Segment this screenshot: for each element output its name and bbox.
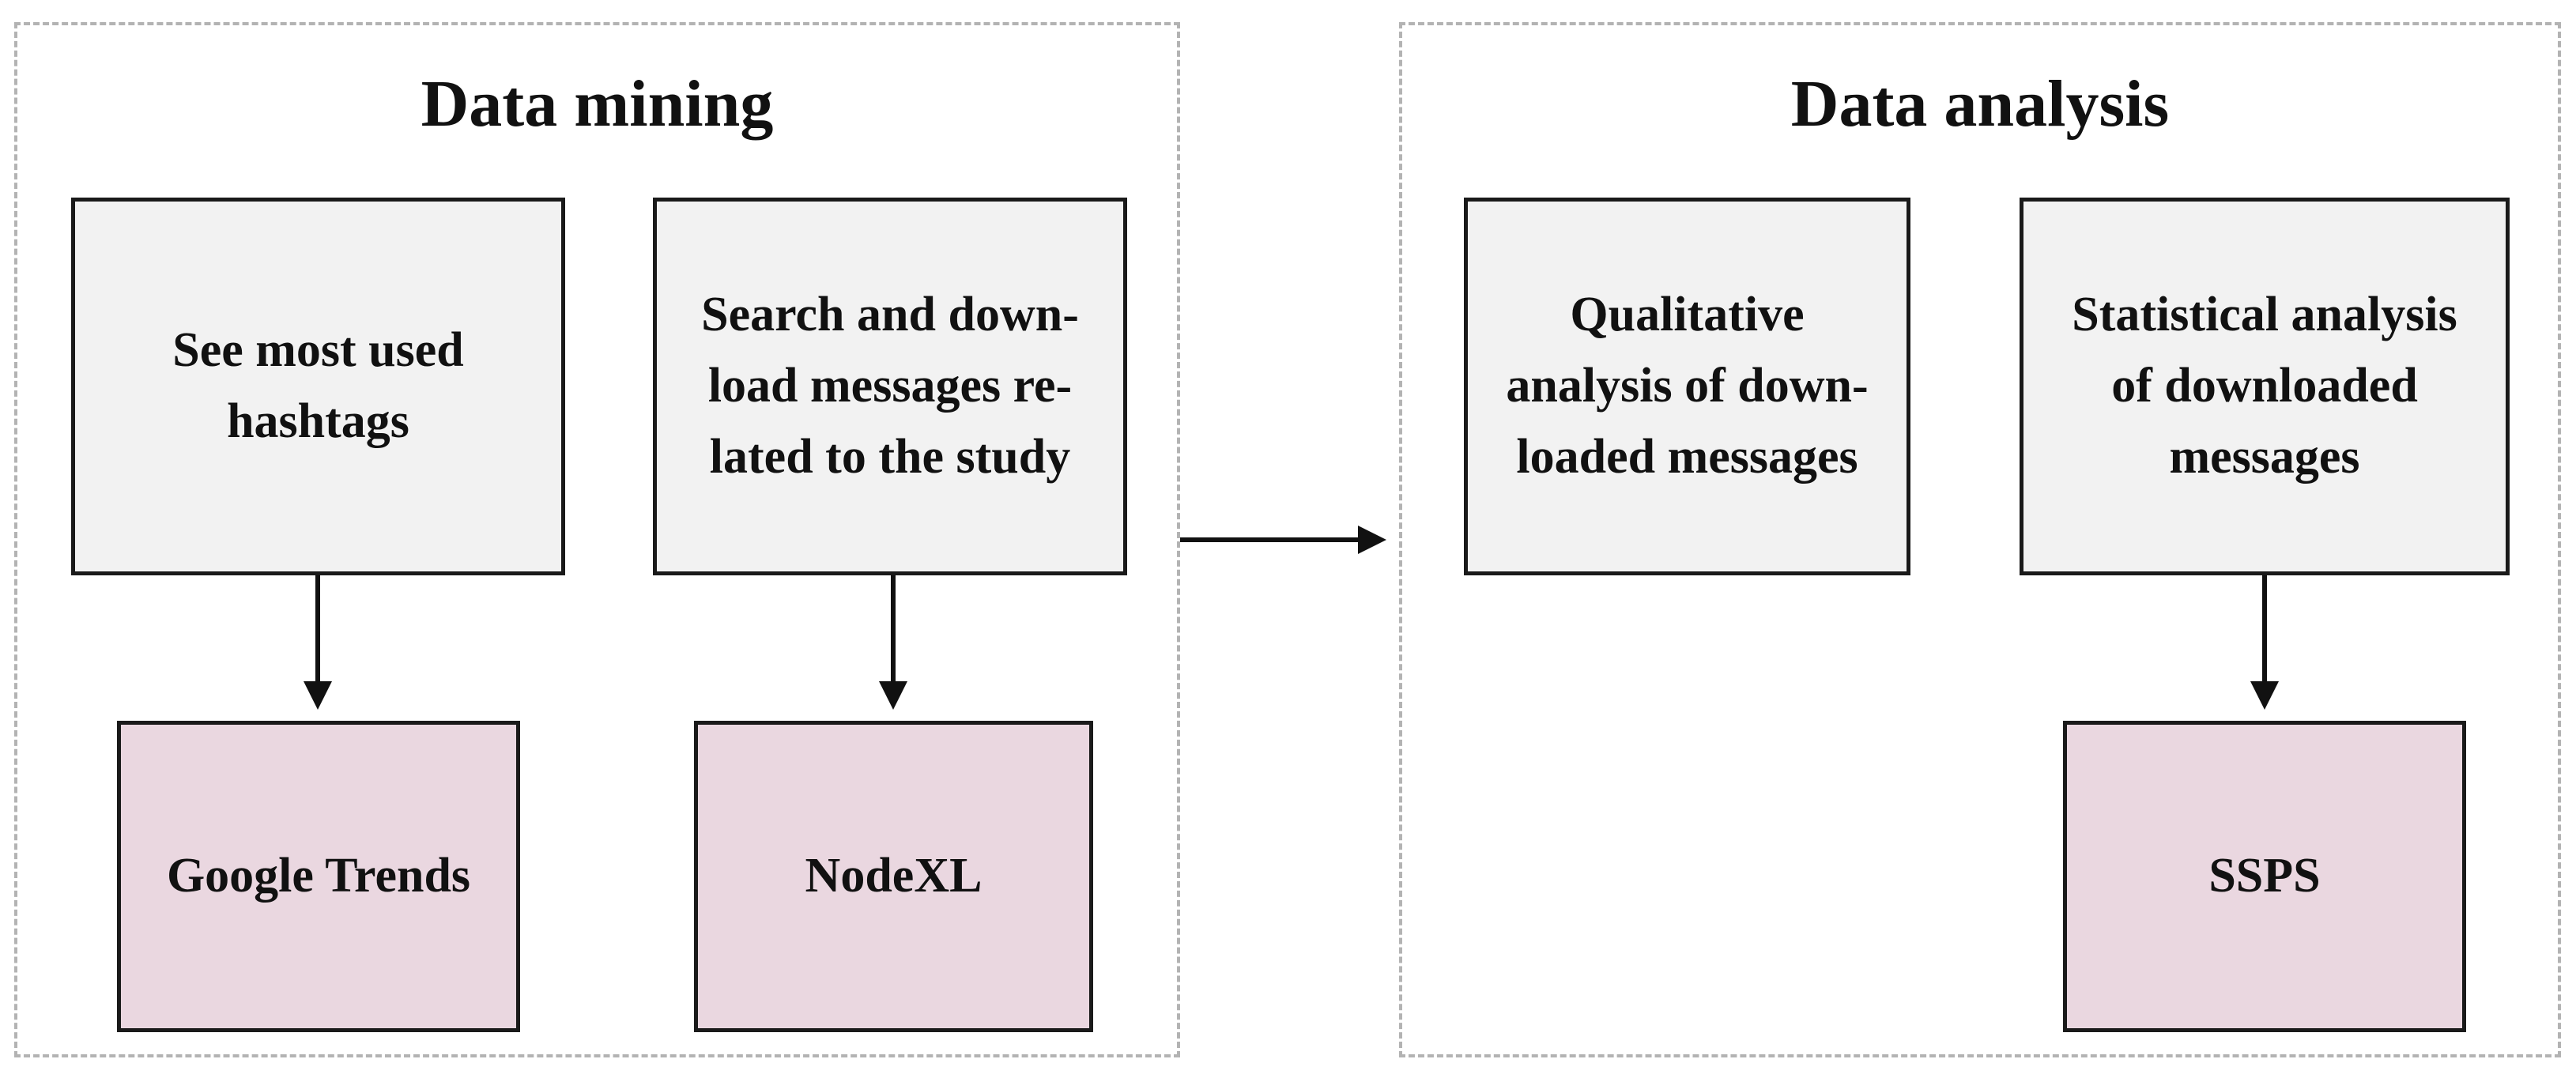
task-qualitative-analysis-label: Qualitative analysis of down- loaded mes… [1506, 288, 1869, 484]
task-search-download-messages: Search and down- load messages re- lated… [653, 198, 1127, 575]
task-search-download-messages-label: Search and down- load messages re- lated… [701, 288, 1079, 484]
tool-google-trends: Google Trends [117, 721, 520, 1032]
tool-spss: SSPS [2063, 721, 2466, 1032]
tool-google-trends-label: Google Trends [166, 849, 471, 903]
task-statistical-analysis-label: Statistical analysis of downloaded messa… [2072, 288, 2457, 484]
task-see-most-used-hashtags: See most used hashtags [71, 198, 565, 575]
task-statistical-analysis: Statistical analysis of downloaded messa… [2020, 198, 2510, 575]
tool-spss-label: SSPS [2208, 849, 2321, 903]
task-see-most-used-hashtags-label: See most used hashtags [172, 323, 464, 448]
data-analysis-title: Data analysis [1790, 67, 2170, 141]
tool-nodexl-label: NodeXL [805, 849, 983, 903]
task-qualitative-analysis: Qualitative analysis of down- loaded mes… [1464, 198, 1910, 575]
data-mining-title: Data mining [421, 67, 774, 141]
tool-nodexl: NodeXL [694, 721, 1093, 1032]
